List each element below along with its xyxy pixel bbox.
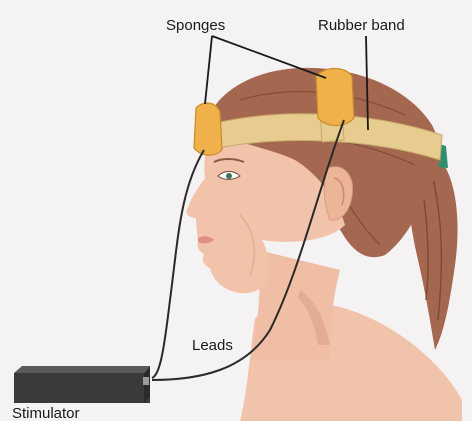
label-rubber-band: Rubber band	[318, 17, 405, 34]
label-stimulator: Stimulator	[12, 405, 80, 421]
label-sponges: Sponges	[166, 17, 225, 34]
label-leads: Leads	[192, 337, 233, 354]
iris	[226, 173, 232, 179]
stimulator-box-icon	[14, 366, 150, 403]
sponge-front	[194, 103, 222, 155]
